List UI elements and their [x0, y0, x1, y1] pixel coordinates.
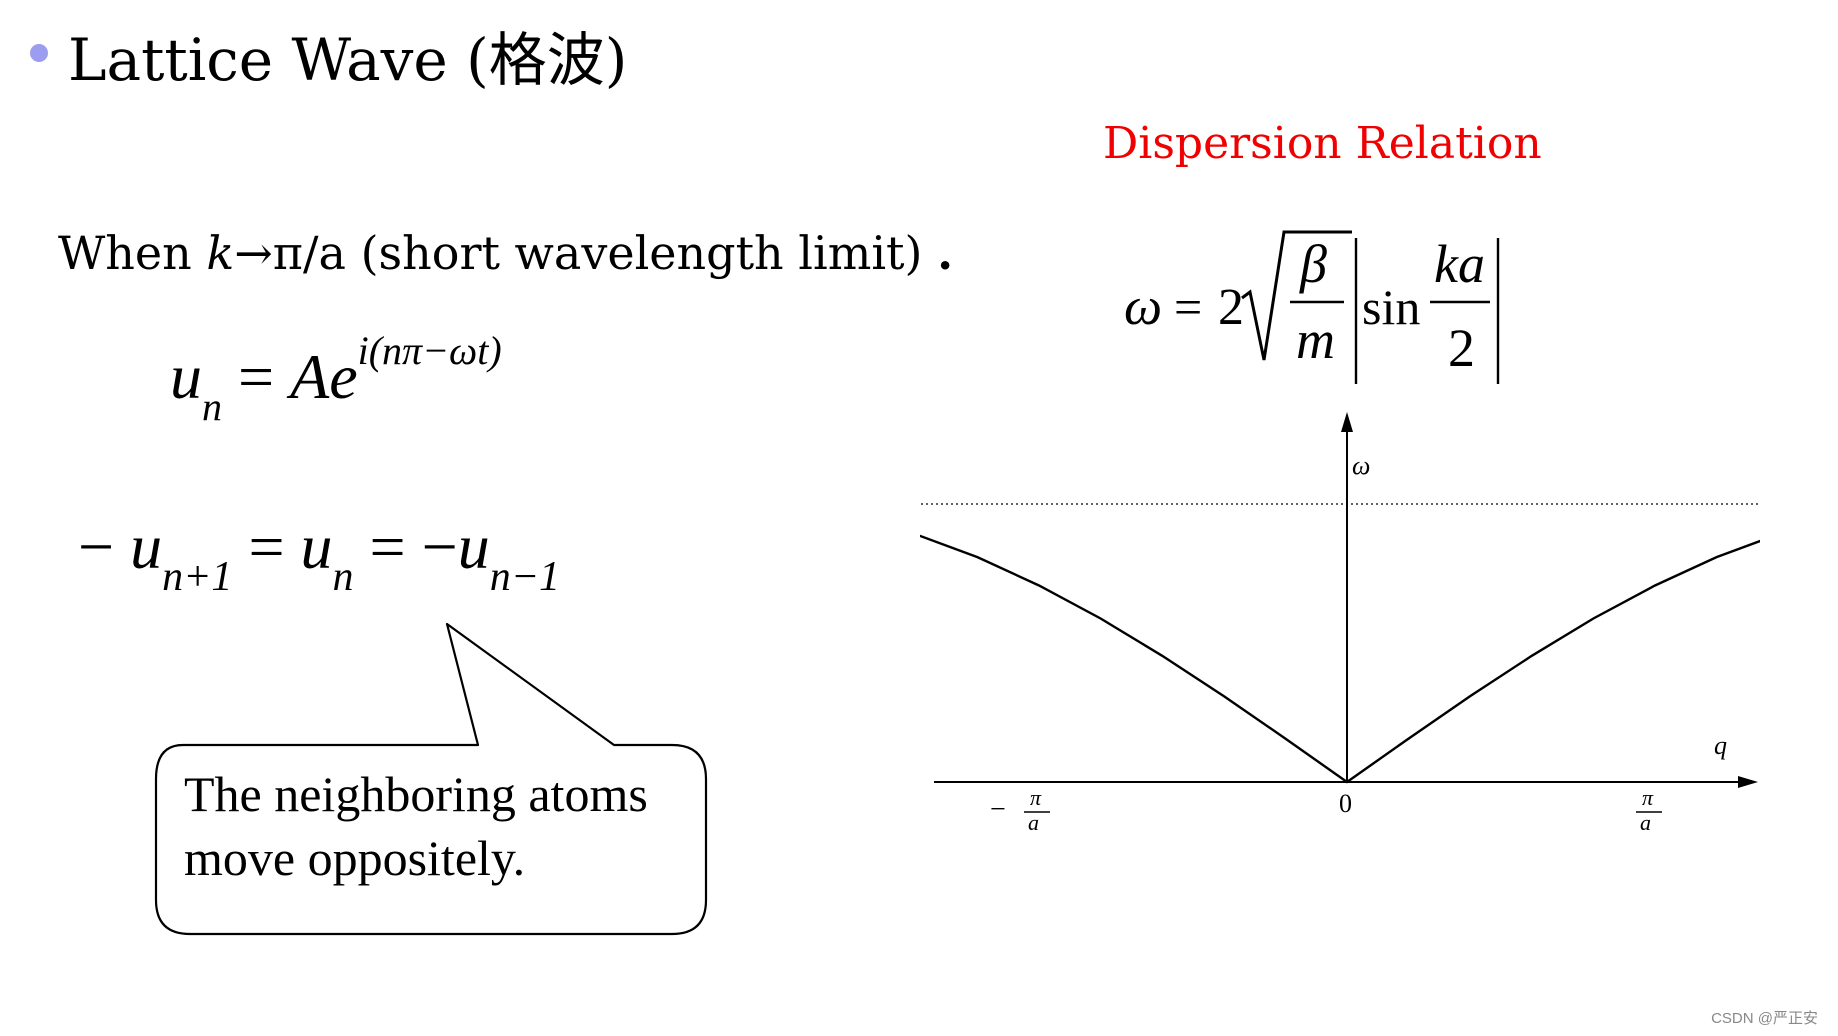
k-symbol: k [206, 226, 235, 280]
bullet-dot [30, 44, 48, 62]
dispersion-heading: Dispersion Relation [1103, 118, 1542, 169]
right-tick-pi: π [1642, 785, 1654, 810]
formula-omega: ω [1124, 276, 1162, 336]
x-axis-arrow [1738, 776, 1758, 788]
displacement-equation: un = Aei(nπ−ωt) [170, 328, 502, 429]
equals-sign-1: = [232, 511, 301, 582]
formula-ka: ka [1434, 234, 1485, 294]
y-axis-label: ω [1352, 451, 1370, 480]
formula-two: 2 [1218, 279, 1244, 336]
formula-m: m [1296, 310, 1335, 370]
exponent: i(nπ−ωt) [357, 328, 502, 373]
minus-sign: − [78, 511, 131, 582]
origin-label: 0 [1339, 789, 1352, 818]
x-axis-label: q [1714, 731, 1727, 760]
right-tick-a: a [1640, 810, 1651, 835]
when-prefix: When [58, 226, 207, 280]
amplitude-exp: Ae [290, 341, 358, 412]
equals-sign-2: = − [353, 511, 458, 582]
callout-line-1: The neighboring atoms [184, 766, 648, 822]
u-symbol-2: u [300, 511, 333, 582]
dispersion-curve [920, 534, 1760, 784]
formula-den: 2 [1448, 318, 1475, 378]
neighbor-equation: − un+1 = un = −un−1 [78, 510, 560, 600]
u-symbol-3: u [457, 511, 490, 582]
slide-title: Lattice Wave (格波) [68, 26, 628, 94]
y-axis-arrow [1341, 412, 1353, 432]
radical-sign [1241, 230, 1352, 361]
left-tick-pi: π [1030, 785, 1042, 810]
equals-sign: = [222, 341, 291, 412]
formula-equals: = [1174, 279, 1202, 335]
short-wavelength-line: When k→π/a (short wavelength limit) . [58, 226, 953, 280]
u-symbol-1: u [130, 511, 163, 582]
u-symbol: u [170, 341, 202, 412]
u-subscript-1: n+1 [162, 554, 233, 600]
left-tick-a: a [1028, 810, 1039, 835]
dispersion-chart: ω q 0 − π a π a [920, 412, 1760, 835]
limit-text: →π/a (short wavelength limit) [234, 226, 923, 280]
callout-text: The neighboring atoms move oppositely. [184, 762, 648, 890]
callout-line-2: move oppositely. [184, 830, 526, 886]
dispersion-formula: ω = 2 β m sin ka 2 [1124, 230, 1500, 384]
u-subscript-2: n [332, 554, 354, 600]
u-subscript: n [202, 384, 222, 429]
period: . [937, 226, 954, 280]
left-tick-sign: − [990, 794, 1006, 825]
formula-sin: sin [1362, 279, 1420, 335]
formula-beta: β [1299, 234, 1327, 294]
watermark: CSDN @严正安 [1711, 1010, 1818, 1027]
u-subscript-3: n−1 [489, 554, 561, 600]
